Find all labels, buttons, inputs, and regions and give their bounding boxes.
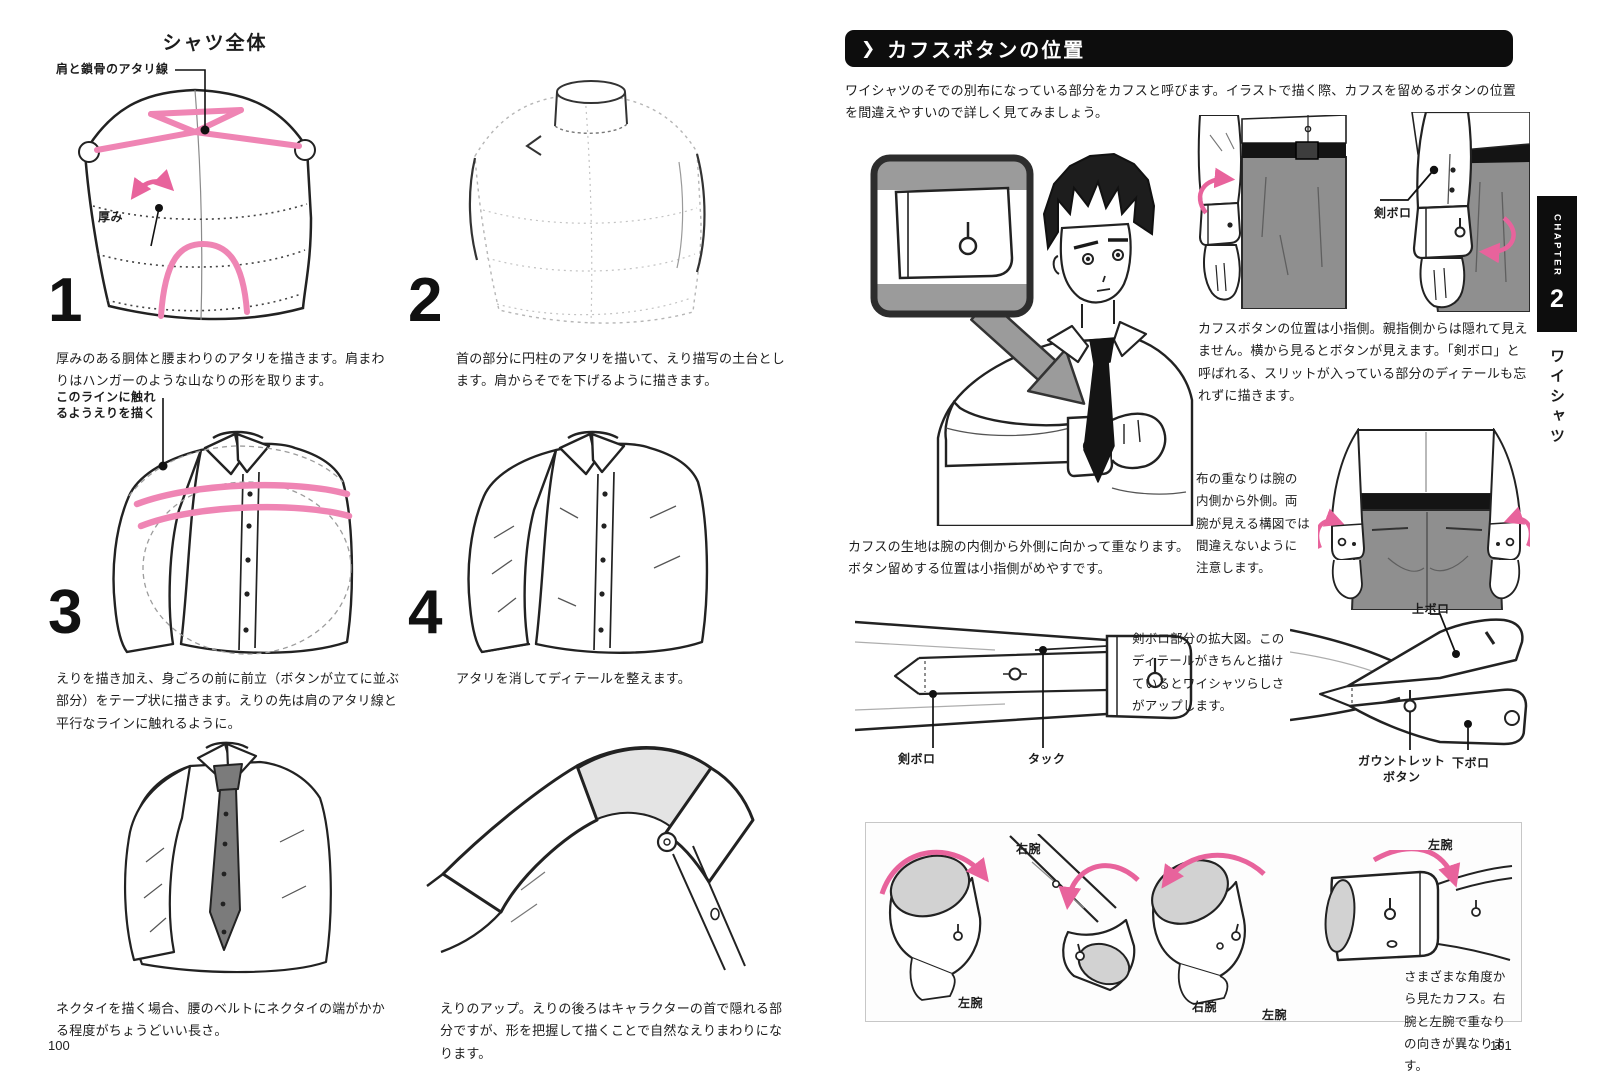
label-collar-line: このラインに触れ るようえりを描く xyxy=(56,390,157,420)
chapter-label: CHAPTER xyxy=(1551,213,1563,278)
flat-cuff-diagram xyxy=(855,620,1193,748)
label-upper-boro: 上ボロ xyxy=(1412,602,1450,616)
main-character-illustration xyxy=(870,152,1194,526)
cuff-angle-2 xyxy=(1009,834,1140,992)
label-kenboro-diagram: 剣ボロ xyxy=(898,752,936,766)
step2-number: 2 xyxy=(408,266,443,335)
necktie-caption: ネクタイを描く場合、腰のベルトにネクタイの端がかかる程度がちょうどいい長さ。 xyxy=(56,1001,385,1039)
cuff-angle-1 xyxy=(879,849,989,1001)
chapter-title: ワイシャツ xyxy=(1548,348,1565,448)
angled-cuff-diagram xyxy=(1290,613,1528,750)
section-header: ❯ カフスボタンの位置 xyxy=(845,30,1513,67)
step3-caption: えりを描き加え、身ごろの前に前立（ボタンが立てに並ぶ部分）をテープ状に描きます。… xyxy=(56,671,400,731)
section-intro: ワイシャツのそでの別布になっている部分をカフスと呼びます。イラストで描く際、カフ… xyxy=(845,83,1516,121)
label-arm-right-2: 右腕 xyxy=(1192,1000,1218,1014)
label-arm-left-2: 左腕 xyxy=(1262,1008,1288,1022)
side-arm-illustration xyxy=(1380,112,1530,312)
label-shoulder-guide: 肩と鎖骨のアタリ線 xyxy=(56,62,169,76)
step3-number: 3 xyxy=(48,578,83,647)
step4-number: 4 xyxy=(408,578,443,647)
section-title: カフスボタンの位置 xyxy=(887,40,1086,62)
label-arm-right-1: 右腕 xyxy=(1016,842,1042,856)
cuff-position-caption: カフスボタンの位置は小指側。親指側からは隠れて見えません。横から見るとボタンが見… xyxy=(1198,321,1528,404)
step2-caption: 首の部分に円柱のアタリを描いて、えり描写の土台とします。肩からそでを下げるように… xyxy=(456,351,785,389)
placket-diagram-caption: 剣ボロ部分の拡大図。このディテールがきちんと描けているとワイシャツらしさがアップ… xyxy=(1132,632,1285,713)
angles-box-caption: さまざまな角度から見たカフス。右腕と左腕で重なりの向きが異なります。 xyxy=(1404,970,1506,1073)
back-view-illustration xyxy=(1318,428,1530,610)
step1-caption: 厚みのある胴体と腰まわりのアタリを描きます。肩まわりはハンガーのような山なりの形… xyxy=(56,351,385,389)
cuff-angle-3 xyxy=(1151,852,1266,1005)
page-number-right: 101 xyxy=(1490,1038,1512,1053)
label-arm-left-3: 左腕 xyxy=(1428,838,1454,852)
main-caption: カフスの生地は腕の内側から外側に向かって重なります。ボタン留めする位置は小指側が… xyxy=(848,539,1190,577)
step1-illustration xyxy=(78,69,316,321)
label-arm-left-1: 左腕 xyxy=(958,996,984,1010)
front-arm-illustration xyxy=(1197,115,1347,309)
step3-illustration xyxy=(112,398,354,655)
fabric-overlap-text: 布の重なりは腕の内側から外側。両腕が見える構図では間違えないように注意します。 xyxy=(1196,472,1310,575)
necktie-shirt-illustration xyxy=(123,741,332,974)
label-kenboro-photo: 剣ボロ xyxy=(1374,206,1412,220)
step4-caption: アタリを消してディテールを整えます。 xyxy=(456,671,692,686)
collar-caption: えりのアップ。えりの後ろはキャラクターの首で隠れる部分ですが、形を把握して描くこ… xyxy=(440,1001,783,1061)
label-thickness: 厚み xyxy=(98,210,124,224)
step1-number: 1 xyxy=(48,266,83,335)
page-number-left: 100 xyxy=(48,1038,70,1053)
label-tack: タック xyxy=(1028,752,1066,766)
page-title-left: シャツ全体 xyxy=(162,33,268,54)
chapter-number: 2 xyxy=(1550,285,1564,314)
label-lower-boro: 下ボロ xyxy=(1452,756,1490,770)
chapter-tab: CHAPTER 2 xyxy=(1537,196,1577,332)
cuff-angle-4 xyxy=(1324,850,1513,962)
collar-closeup-illustration xyxy=(426,746,755,971)
label-gauntlet-button: ガウントレット ボタン xyxy=(1358,754,1446,784)
chevron-right-icon: ❯ xyxy=(861,38,876,58)
step2-illustration xyxy=(468,80,706,325)
step4-illustration xyxy=(467,430,709,654)
